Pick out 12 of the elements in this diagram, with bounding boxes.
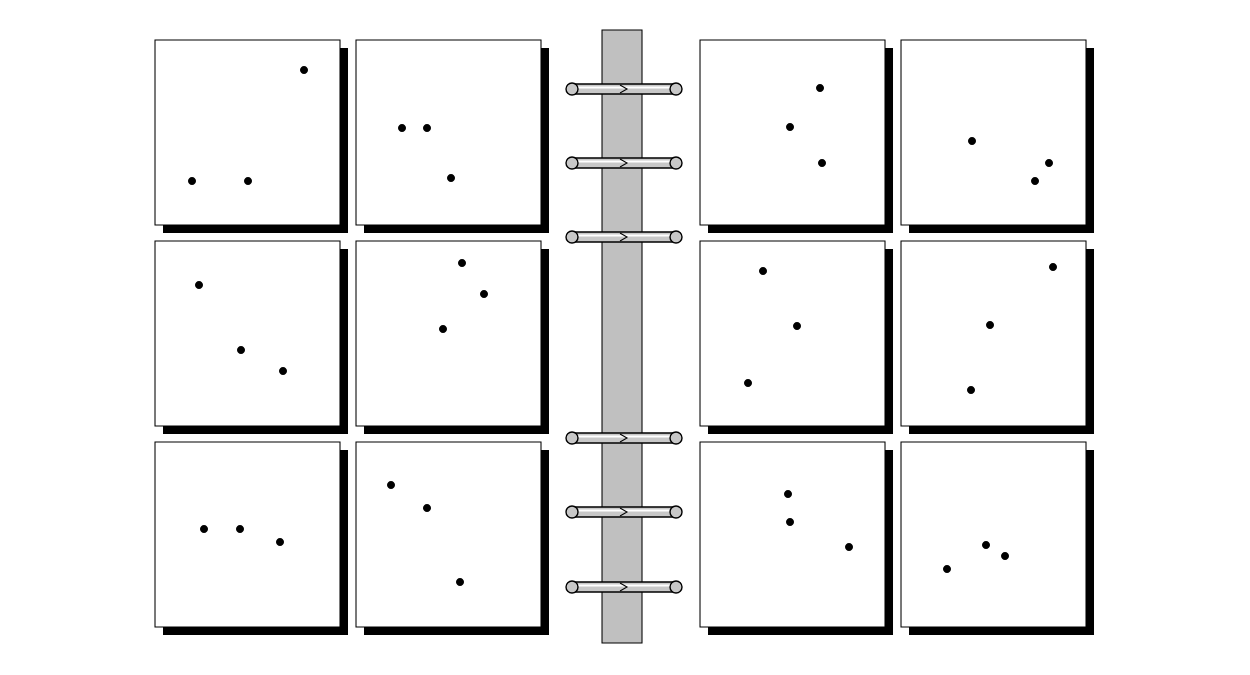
panel-box — [699, 441, 893, 635]
panel-box — [900, 39, 1094, 233]
panel-box — [699, 39, 893, 233]
panel-box — [900, 441, 1094, 635]
panel-box — [355, 441, 549, 635]
panel-box — [154, 39, 348, 233]
panel-box — [154, 441, 348, 635]
panel-box — [900, 240, 1094, 434]
panel-box — [154, 240, 348, 434]
panel-box — [355, 39, 549, 233]
panel-box — [699, 240, 893, 434]
panel-box — [355, 240, 549, 434]
